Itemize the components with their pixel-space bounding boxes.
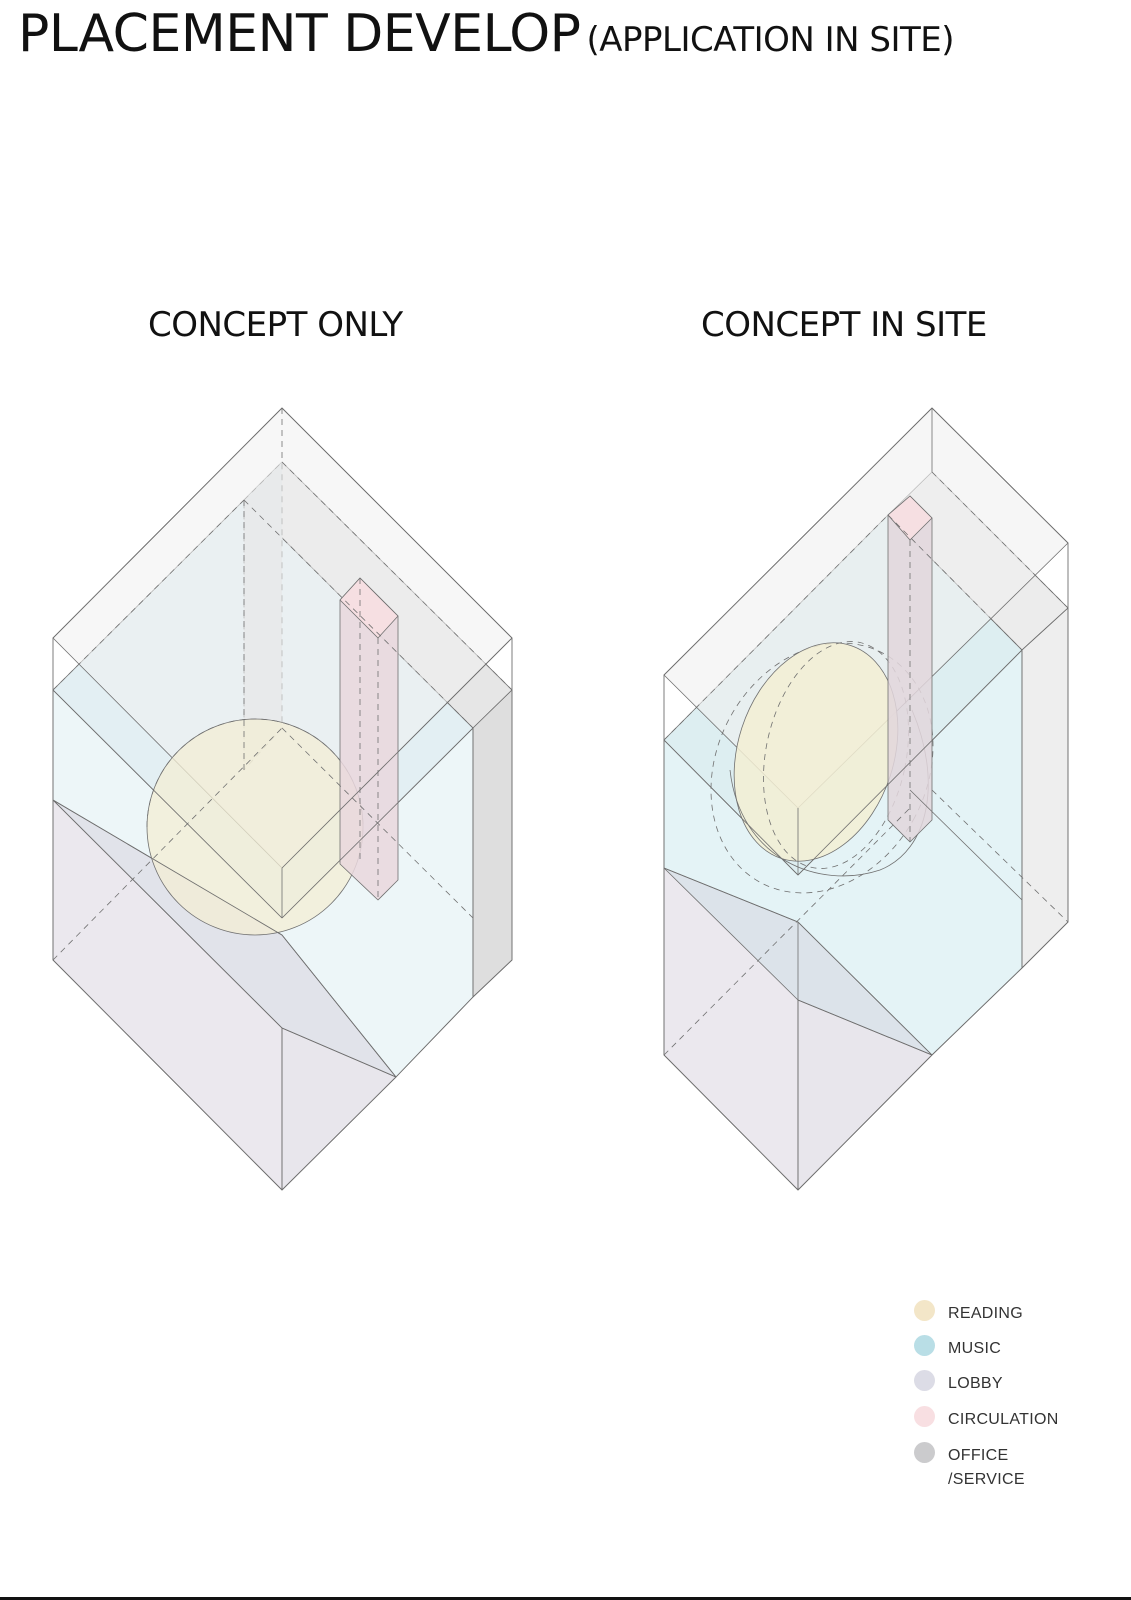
reading-swatch	[914, 1300, 935, 1321]
legend-label: LOBBY	[948, 1375, 1003, 1392]
circulation-swatch	[914, 1406, 935, 1427]
title-subtitle: (APPLICATION IN SITE)	[586, 20, 955, 60]
office-service-swatch	[914, 1442, 935, 1463]
legend-label: READING	[948, 1305, 1023, 1322]
music-swatch	[914, 1335, 935, 1356]
legend-label: OFFICE /SERVICE	[948, 1444, 1025, 1492]
legend-label: MUSIC	[948, 1340, 1002, 1357]
heading-concept-only: CONCEPT ONLY	[148, 305, 403, 345]
page-title: PLACEMENT DEVELOP(APPLICATION IN SITE)	[18, 8, 955, 60]
lobby-swatch	[914, 1370, 935, 1391]
reading-sphere	[146, 718, 364, 936]
service-right	[1021, 607, 1069, 969]
legend-label-line2: /SERVICE	[948, 1471, 1025, 1488]
concept-only-diagram	[52, 407, 513, 1191]
circulation-core-top	[887, 495, 933, 541]
service-right	[472, 689, 513, 998]
legend-label: CIRCULATION	[948, 1411, 1059, 1428]
heading-concept-in-site: CONCEPT IN SITE	[701, 305, 987, 345]
circulation-core-top	[339, 577, 399, 639]
title-main: PLACEMENT DEVELOP	[18, 4, 581, 64]
concept-in-site-diagram	[663, 407, 1069, 1191]
bottom-rule	[0, 1597, 1131, 1600]
legend-label-line1: OFFICE	[948, 1447, 1009, 1464]
